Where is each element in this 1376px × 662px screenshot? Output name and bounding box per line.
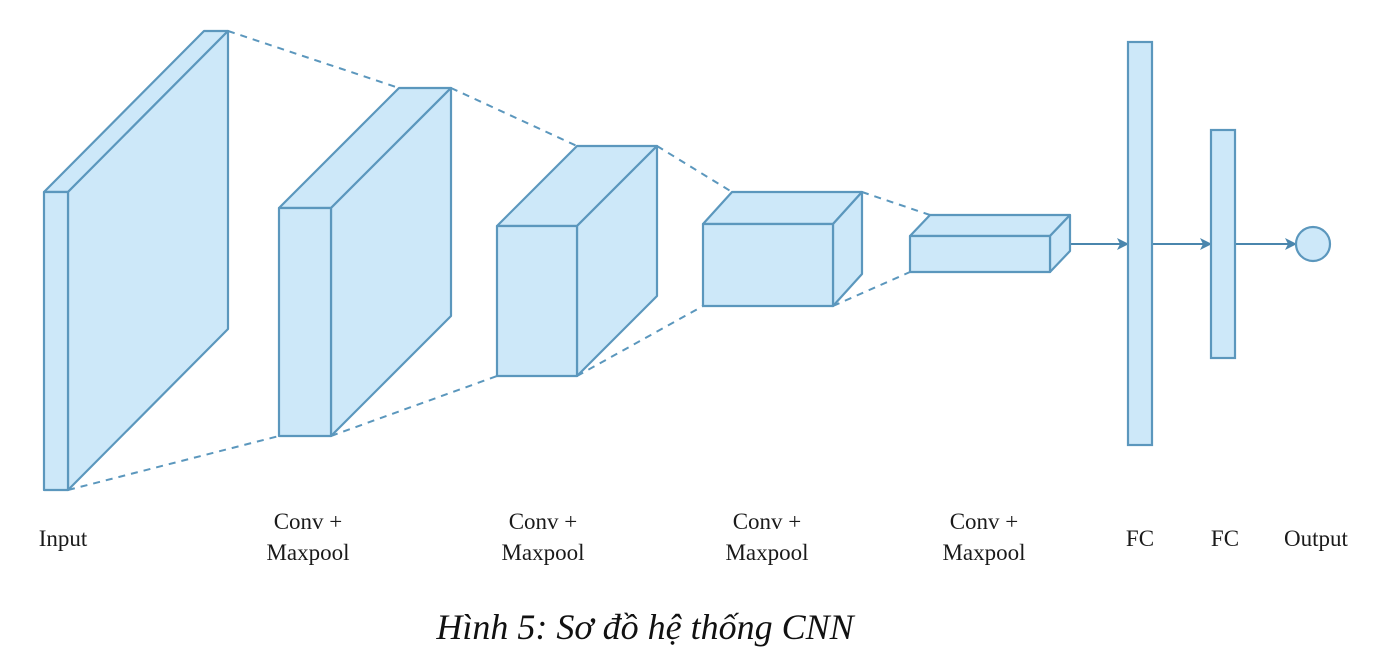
layer-conv4	[908, 213, 1072, 274]
fc2-bar	[1209, 128, 1237, 360]
label-conv2-line2: Maxpool	[501, 540, 584, 565]
layer-labels: Input Conv + Maxpool Conv + Maxpool Conv + Max…	[39, 509, 1349, 565]
output-node	[1294, 225, 1332, 263]
conv4-front-face	[908, 234, 1052, 274]
label-fc1: FC	[1126, 526, 1154, 551]
projection-line-conv3-conv4-bottom	[832, 271, 911, 307]
projection-line-conv2-conv3-top	[656, 145, 733, 193]
layer-conv3	[701, 190, 864, 308]
projection-line-conv2-conv3-bottom	[576, 305, 704, 377]
layer-fc1	[1126, 40, 1154, 447]
label-output: Output	[1284, 526, 1349, 551]
label-input: Input	[39, 526, 88, 551]
label-conv4-line1: Conv +	[950, 509, 1019, 534]
label-conv4-line2: Maxpool	[942, 540, 1025, 565]
figure-caption: Hình 5: Sơ đồ hệ thống CNN	[436, 607, 854, 647]
input-front-face	[42, 190, 70, 492]
label-conv3-line2: Maxpool	[725, 540, 808, 565]
label-conv1-line1: Conv +	[274, 509, 343, 534]
layers	[42, 29, 1332, 492]
projection-line-input-conv1-top	[227, 30, 400, 89]
fc1-bar	[1126, 40, 1154, 447]
label-conv2-line1: Conv +	[509, 509, 578, 534]
label-conv1-line2: Maxpool	[266, 540, 349, 565]
conv4-top-face	[908, 213, 1072, 238]
projection-line-conv1-conv2-top	[450, 87, 578, 147]
connections	[67, 30, 1297, 491]
conv2-front-face	[495, 224, 579, 378]
layer-input	[42, 29, 230, 492]
layer-conv1	[277, 86, 453, 438]
layer-output	[1294, 225, 1332, 263]
conv3-front-face	[701, 222, 835, 308]
projection-line-conv3-conv4-top	[861, 191, 931, 216]
projection-line-conv1-conv2-bottom	[330, 375, 498, 437]
label-fc2: FC	[1211, 526, 1239, 551]
layer-conv2	[495, 144, 659, 378]
cnn-diagram: Input Conv + Maxpool Conv + Maxpool Conv + Max…	[39, 29, 1349, 565]
conv1-front-face	[277, 206, 333, 438]
layer-fc2	[1209, 128, 1237, 360]
projection-line-input-conv1-bottom	[67, 435, 280, 491]
label-conv3-line1: Conv +	[733, 509, 802, 534]
